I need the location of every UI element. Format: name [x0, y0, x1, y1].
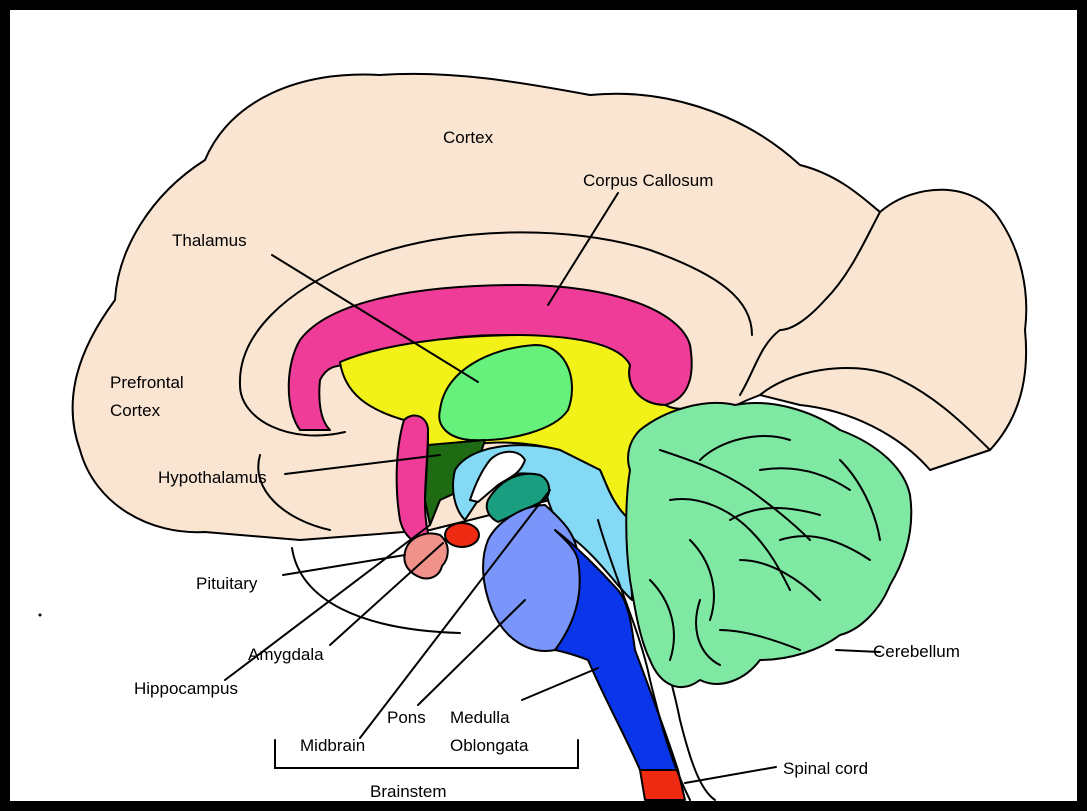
prefrontal-label-line1: Prefrontal [110, 373, 184, 392]
spinal-cord-label: Spinal cord [783, 759, 868, 778]
medulla-label-line2: Oblongata [450, 736, 529, 755]
amygdala-region [445, 523, 479, 547]
cortex-label: Cortex [443, 128, 494, 147]
medulla-label-line1: Medulla [450, 708, 510, 727]
thalamus-label: Thalamus [172, 231, 247, 250]
stray-dot [39, 614, 42, 617]
hippocampus-label: Hippocampus [134, 679, 238, 698]
pituitary-label: Pituitary [196, 574, 258, 593]
cerebellum-label: Cerebellum [873, 642, 960, 661]
amygdala-label: Amygdala [248, 645, 324, 664]
hypothalamus-label: Hypothalamus [158, 468, 267, 487]
septum-region [397, 415, 430, 543]
corpus-callosum-label: Corpus Callosum [583, 171, 713, 190]
pons-label: Pons [387, 708, 426, 727]
prefrontal-label-line2: Cortex [110, 401, 161, 420]
midbrain-label: Midbrain [300, 736, 365, 755]
brainstem-label: Brainstem [370, 782, 447, 801]
